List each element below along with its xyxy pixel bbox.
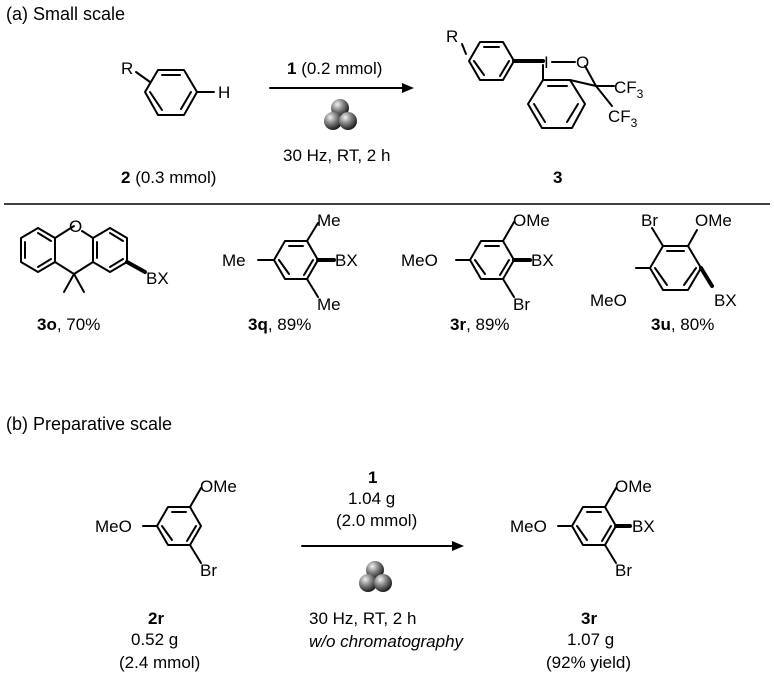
example-3q-structure <box>257 222 336 298</box>
ball-mill-icon-b <box>359 561 392 592</box>
example-3q-me-top: Me <box>317 211 341 230</box>
pr-bx: BX <box>632 517 655 536</box>
reagent-b-mass: 1.04 g <box>348 489 395 508</box>
product-3-label: 3 <box>553 168 562 187</box>
example-3o-label: 3o, 70% <box>37 315 100 334</box>
product-cf3-lower: CF3 <box>608 107 638 130</box>
product-mass: 1.07 g <box>567 630 614 649</box>
part-a-heading: (a) Small scale <box>6 4 125 24</box>
reaction-arrow-b <box>301 541 464 551</box>
pr-meo: MeO <box>510 517 547 536</box>
product-cf3-upper: CF3 <box>614 78 644 101</box>
part-b-heading: (b) Preparative scale <box>6 414 172 434</box>
example-3r-ome: OMe <box>513 211 550 230</box>
note-no-chromatography: w/o chromatography <box>309 632 465 651</box>
example-3u-structure <box>635 227 714 291</box>
product-3r-label: 3r <box>581 609 597 628</box>
product-3r-structure <box>557 487 632 564</box>
example-3o-bx: BX <box>146 269 169 288</box>
pr-br: Br <box>615 561 632 580</box>
reagent-b-num: 1 <box>368 468 377 487</box>
example-3u-ome: OMe <box>695 211 732 230</box>
sm-2r-structure <box>142 487 202 564</box>
example-3u-label: 3u, 80% <box>651 315 714 334</box>
example-3q-bx: BX <box>335 251 358 270</box>
example-3u-br: Br <box>641 211 658 230</box>
reagent-b-mmol: (2.0 mmol) <box>336 511 417 530</box>
example-3r-meo: MeO <box>401 251 438 270</box>
pr-ome: OMe <box>615 477 652 496</box>
reactant-r-label: R <box>121 59 133 78</box>
example-3q-me-left: Me <box>222 251 246 270</box>
reactant-h-label: H <box>218 83 230 102</box>
sm-meo: MeO <box>95 517 132 536</box>
example-3q-label: 3q, 89% <box>248 315 311 334</box>
product-iodine-label: I <box>544 53 549 72</box>
product-oxygen-label: O <box>576 53 589 72</box>
example-3o-structure <box>20 225 147 293</box>
example-3q-me-bottom: Me <box>317 295 341 314</box>
example-3r-structure <box>455 221 532 298</box>
conditions-b: 30 Hz, RT, 2 h <box>309 609 416 628</box>
example-3r-label: 3r, 89% <box>450 315 510 334</box>
product-yield: (92% yield) <box>546 653 631 672</box>
sm-mass: 0.52 g <box>131 630 178 649</box>
conditions-a: 30 Hz, RT, 2 h <box>283 146 390 165</box>
product-3-structure <box>461 41 615 129</box>
example-3u-bx: BX <box>714 291 737 310</box>
reagent-1-label: 1 (0.2 mmol) <box>287 59 382 78</box>
ball-mill-icon-a <box>324 99 357 130</box>
reaction-arrow-a <box>269 83 414 93</box>
reactant-2-label: 2 (0.3 mmol) <box>121 168 216 187</box>
sm-2r-label: 2r <box>148 609 164 628</box>
example-3r-bx: BX <box>531 251 554 270</box>
product-r-label: R <box>446 27 458 46</box>
sm-br: Br <box>200 561 217 580</box>
example-3u-meo: MeO <box>590 291 627 310</box>
sm-mmol: (2.4 mmol) <box>119 653 200 672</box>
sm-ome: OMe <box>200 477 237 496</box>
reactant-2-structure <box>135 69 215 116</box>
example-3o-oxygen: O <box>69 217 82 236</box>
example-3r-br: Br <box>513 295 530 314</box>
